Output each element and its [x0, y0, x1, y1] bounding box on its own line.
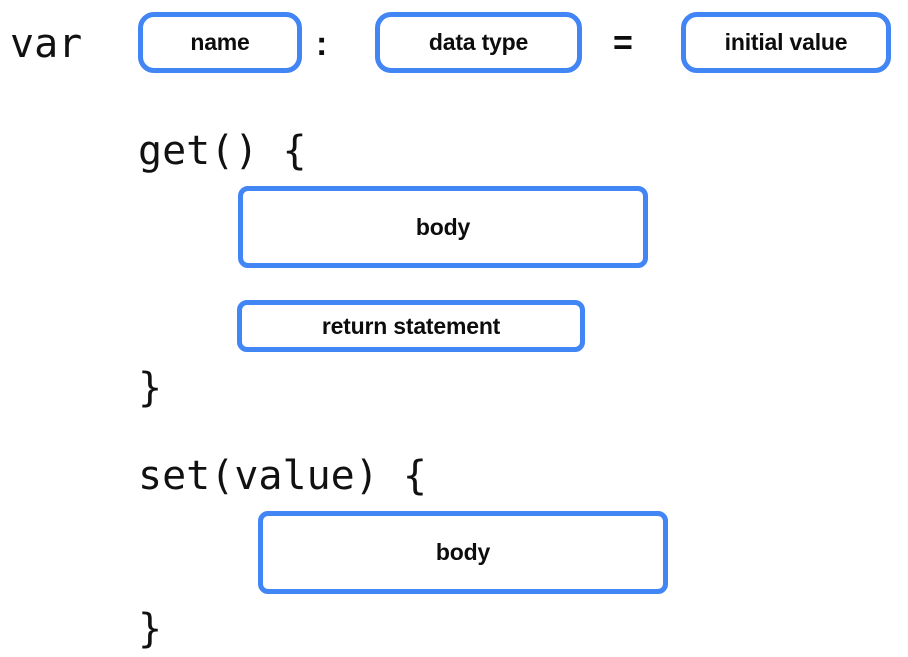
var-keyword: var [10, 21, 83, 67]
setter-body-box-label: body [435, 539, 491, 565]
setter-header: set(value) { [138, 453, 427, 499]
data-type-box[interactable]: data type [375, 12, 582, 73]
colon-separator: : [316, 25, 328, 63]
initial-value-box[interactable]: initial value [681, 12, 891, 73]
setter-body-box[interactable]: body [258, 511, 668, 594]
getter-body-box[interactable]: body [238, 186, 648, 268]
setter-closing-brace: } [138, 606, 163, 652]
initial-value-box-label: initial value [724, 29, 848, 55]
name-box[interactable]: name [138, 12, 302, 73]
getter-body-box-label: body [415, 213, 471, 240]
return-statement-box-label: return statement [321, 312, 501, 339]
return-statement-box[interactable]: return statement [237, 300, 585, 352]
equals-separator: = [613, 24, 633, 62]
getter-closing-brace: } [138, 365, 163, 411]
data-type-box-label: data type [428, 29, 529, 55]
name-box-label: name [190, 29, 250, 55]
getter-header: get() { [138, 128, 307, 174]
